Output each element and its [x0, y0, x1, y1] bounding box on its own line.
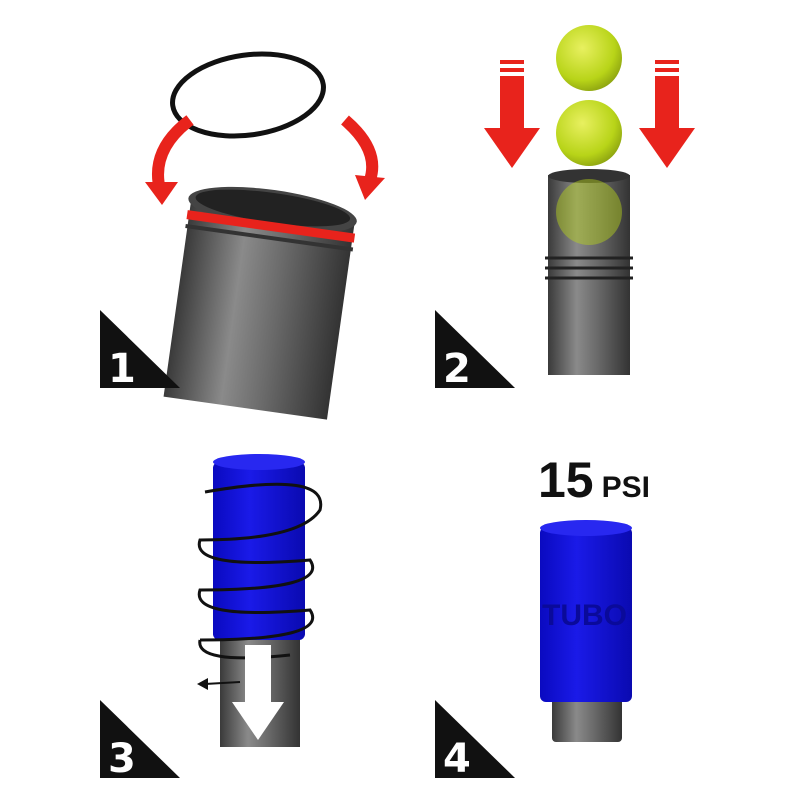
tube	[548, 175, 630, 375]
pressure-unit: PSI	[602, 471, 650, 504]
tennis-ball	[556, 100, 622, 166]
blue-cap	[540, 527, 632, 702]
spiral-arrow-icon	[197, 482, 323, 660]
step-3-panel: 3	[100, 454, 323, 782]
down-arrow-right-icon	[639, 60, 695, 168]
o-ring	[170, 51, 326, 139]
rotation-arrow	[204, 681, 241, 685]
step-number: 4	[443, 736, 471, 782]
step-badge	[100, 700, 180, 778]
blue-cap	[213, 462, 305, 640]
step-number: 2	[443, 346, 471, 392]
arrowhead	[355, 175, 385, 200]
step-badge	[435, 310, 515, 388]
step-badge	[435, 700, 515, 778]
tennis-ball	[556, 179, 622, 245]
logo-text: TUBO	[542, 599, 627, 632]
step-number: 3	[108, 736, 136, 782]
tube	[163, 186, 357, 420]
step-2-panel: 2	[435, 25, 695, 392]
curved-arrow-left-icon	[152, 115, 194, 192]
arrowhead	[145, 182, 178, 205]
tennis-ball	[556, 25, 622, 91]
down-arrow-white-icon	[232, 645, 284, 740]
step-badge	[100, 310, 180, 388]
down-arrow-left-icon	[484, 60, 540, 168]
pressure-number: 15	[538, 452, 594, 508]
tube	[552, 690, 622, 742]
curved-arrow-right-icon	[340, 115, 379, 182]
arrowhead	[197, 678, 208, 690]
step-1-panel: 1	[100, 51, 385, 420]
step-number: 1	[108, 346, 136, 392]
tube-rings	[545, 256, 633, 280]
